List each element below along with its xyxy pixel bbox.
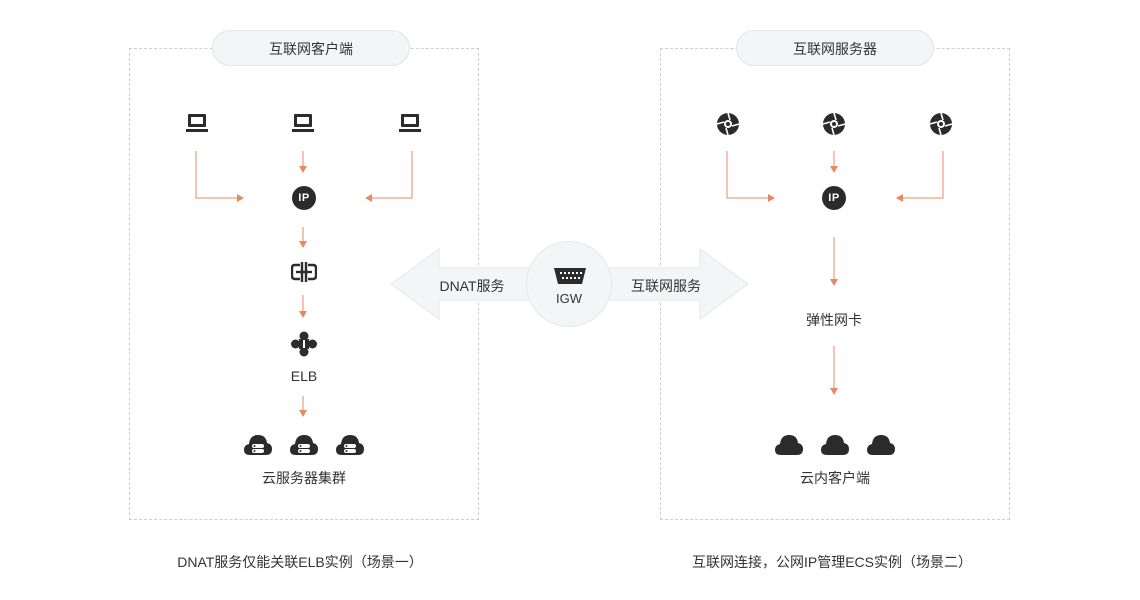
ip-badge: IP [822, 186, 846, 210]
dnat-service-label: DNAT服务 [439, 278, 505, 294]
igw-label: IGW [556, 291, 582, 306]
ip-badge: IP [292, 186, 316, 210]
cloud-server-icon [290, 435, 318, 455]
eni-label: 弹性网卡 [806, 312, 862, 328]
scenario-two-caption: 互联网连接，公网IP管理ECS实例（场景二） [691, 554, 973, 570]
cloud-clients-label: 云内客户端 [800, 470, 870, 486]
internet-server-icon [929, 112, 953, 136]
cloud-icon [821, 435, 849, 455]
laptop-icon [399, 114, 421, 132]
cluster-label: 云服务器集群 [262, 470, 346, 486]
left-panel-title: 互联网客户端 [212, 30, 410, 66]
internet-server-icon [822, 112, 846, 136]
laptop-icon [186, 114, 208, 132]
internet-server-icon [716, 112, 740, 136]
internet-service-label: 互联网服务 [631, 278, 701, 294]
laptop-icon [292, 114, 314, 132]
right-panel-title: 互联网服务器 [736, 30, 934, 66]
load-balancer-icon [291, 331, 317, 357]
cloud-icon [867, 435, 895, 455]
cloud-server-icon [244, 435, 272, 455]
cloud-icon [775, 435, 803, 455]
cloud-server-icon [336, 435, 364, 455]
gateway-port-icon [554, 268, 586, 284]
scenario-one-caption: DNAT服务仅能关联ELB实例（场景一） [177, 554, 423, 570]
elb-label: ELB [290, 368, 318, 384]
nat-gateway-icon [291, 262, 317, 282]
